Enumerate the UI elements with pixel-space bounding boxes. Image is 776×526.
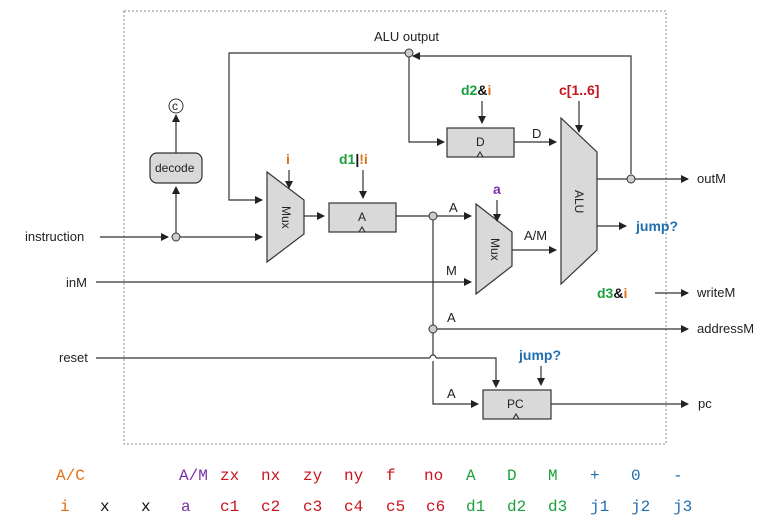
legend-r1-item: 0 <box>631 467 641 485</box>
legend-r2-item: c5 <box>386 498 405 516</box>
decode-text: decode <box>155 161 195 175</box>
d-out-wire-label: D <box>532 126 541 141</box>
a-out-junction <box>428 211 438 221</box>
legend-r2-item: j1 <box>590 498 609 516</box>
pc-output-label: pc <box>698 396 712 411</box>
legend-r2-item: c3 <box>303 498 322 516</box>
alu-output-junction <box>404 48 414 58</box>
legend-r1-item: A/M <box>179 467 208 485</box>
d-load-annotation: d2&i <box>461 82 491 98</box>
alu-out-junction <box>626 174 636 184</box>
a-address-wire-label: A <box>447 310 456 325</box>
c-node-label: c <box>172 99 178 113</box>
wire-reset-hop <box>429 354 437 359</box>
legend-r1-item: D <box>507 467 517 485</box>
instruction-label: instruction <box>25 229 84 244</box>
legend-r2-item: j2 <box>631 498 650 516</box>
legend-r2-item: c4 <box>344 498 363 516</box>
legend-r2-item: c6 <box>426 498 445 516</box>
chip-boundary <box>123 10 667 445</box>
legend-r1-item: + <box>590 467 600 485</box>
mux2-label: Mux <box>488 238 502 261</box>
alu-ctrl-annotation: c[1..6] <box>559 82 599 98</box>
legend-r2-item: d2 <box>507 498 526 516</box>
legend-r2-item: j3 <box>673 498 692 516</box>
legend-row-1: A/C A/M zx nx zy ny f no A D M + 0 - <box>56 467 683 485</box>
wire-a-to-pc <box>432 333 478 404</box>
wire-feedback-to-d <box>408 57 445 146</box>
legend-r2-item: x <box>141 498 151 516</box>
d-clock-mark <box>476 150 484 158</box>
alu-label: ALU <box>572 190 586 213</box>
alu-jump-label: jump? <box>635 218 678 234</box>
legend-r1-item: nx <box>261 467 280 485</box>
mux1-block <box>266 170 305 264</box>
c-node <box>168 98 184 114</box>
reset-label: reset <box>59 350 88 365</box>
wire-alu-feedback-top <box>412 52 632 174</box>
legend-r2-item: d1 <box>466 498 485 516</box>
a-pc-wire-label: A <box>447 386 456 401</box>
legend-r2-item: d3 <box>548 498 567 516</box>
a-load-d1: d1|!i <box>339 151 368 167</box>
legend-r1-item: A/C <box>56 467 85 485</box>
pc-jump-annotation: jump? <box>518 347 561 363</box>
pc-clock-mark <box>512 412 520 420</box>
addressM-label: addressM <box>697 321 754 336</box>
mux1-sel-annotation: i <box>286 151 290 167</box>
writeM-label: writeM <box>696 285 735 300</box>
address-junction <box>428 324 438 334</box>
writeM-annotation: d3&i <box>597 285 627 301</box>
legend-r1-item: no <box>424 467 443 485</box>
legend-r1-item: M <box>548 467 558 485</box>
wire-feedback-to-mux1 <box>228 52 405 204</box>
mux2-sel-annotation: a <box>493 181 501 197</box>
instruction-junction <box>171 232 181 242</box>
mux2-block <box>475 202 513 296</box>
alu-block <box>560 116 598 286</box>
legend-r2-item: i <box>60 498 70 516</box>
legend-r1-item: zy <box>303 467 323 485</box>
legend-r2-item: c2 <box>261 498 280 516</box>
legend-r2-item: c1 <box>220 498 239 516</box>
a-clock-mark <box>358 225 366 233</box>
legend-row-2: i x x a c1 c2 c3 c4 c5 c6 d1 d2 d3 j1 j2… <box>60 498 692 516</box>
legend-r1-item: A <box>466 467 476 485</box>
wire-reset-b <box>436 357 500 388</box>
legend-r2-item: x <box>100 498 110 516</box>
inM-label: inM <box>66 275 87 290</box>
legend-r1-item: - <box>673 467 683 485</box>
m-in-wire-label: M <box>446 263 457 278</box>
am-out-wire-label: A/M <box>524 228 547 243</box>
mux1-label: Mux <box>279 206 293 229</box>
a-out-wire-label: A <box>449 200 458 215</box>
pc-block <box>482 389 552 420</box>
a-register-label: A <box>358 210 366 224</box>
alu-output-label: ALU output <box>374 29 439 44</box>
legend-r2-item: a <box>181 498 191 516</box>
pc-block-label: PC <box>507 397 524 411</box>
legend-r1-item: zx <box>220 467 239 485</box>
legend-r1-item: f <box>386 467 396 485</box>
decode-block <box>149 152 203 184</box>
legend-r1-item: ny <box>344 467 364 485</box>
outM-label: outM <box>697 171 726 186</box>
d-register-label: D <box>476 135 485 149</box>
